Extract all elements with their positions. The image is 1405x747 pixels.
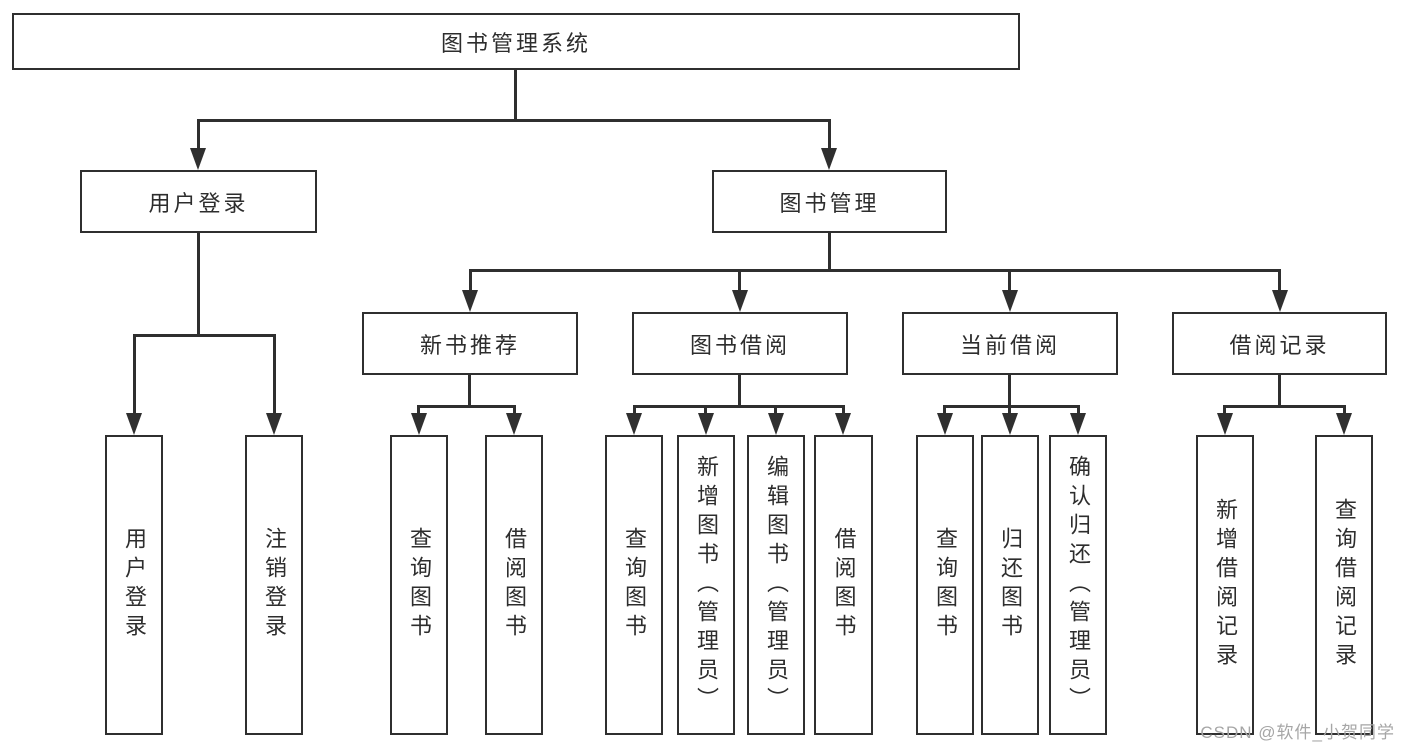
arrow-down-icon	[1336, 413, 1352, 435]
arrow-down-icon	[1217, 413, 1233, 435]
leaf-cb-confirm-return-admin: 确认归还（管理员）	[1049, 435, 1107, 735]
connector-line	[513, 405, 516, 415]
leaf-bb-edit-books-admin: 编辑图书（管理员）	[747, 435, 805, 735]
connector-line	[1008, 375, 1011, 407]
arrow-down-icon	[835, 413, 851, 435]
connector-line	[469, 269, 1281, 272]
node-user-login: 用户登录	[80, 170, 317, 233]
node-book-borrowing: 图书借阅	[632, 312, 848, 375]
leaf-bb-query-books: 查询图书	[605, 435, 663, 735]
connector-line	[842, 405, 845, 415]
connector-line	[1278, 375, 1281, 407]
arrow-down-icon	[768, 413, 784, 435]
connector-line	[943, 405, 946, 415]
arrow-down-icon	[732, 290, 748, 312]
connector-line	[514, 70, 517, 121]
arrow-down-icon	[626, 413, 642, 435]
connector-line	[828, 119, 831, 151]
arrow-down-icon	[698, 413, 714, 435]
connector-line	[633, 405, 845, 408]
arrow-down-icon	[821, 148, 837, 170]
arrow-down-icon	[1272, 290, 1288, 312]
connector-line	[197, 233, 200, 336]
connector-line	[1008, 269, 1011, 292]
connector-line	[133, 334, 136, 415]
arrow-down-icon	[1070, 413, 1086, 435]
leaf-user-login: 用户登录	[105, 435, 163, 735]
connector-line	[469, 269, 472, 292]
leaf-cb-return-books: 归还图书	[981, 435, 1039, 735]
connector-line	[1077, 405, 1080, 415]
arrow-down-icon	[126, 413, 142, 435]
leaf-br-add-record: 新增借阅记录	[1196, 435, 1254, 735]
connector-line	[197, 119, 200, 151]
connector-line	[1278, 269, 1281, 292]
arrow-down-icon	[411, 413, 427, 435]
node-library-system: 图书管理系统	[12, 13, 1020, 70]
leaf-cb-query-books: 查询图书	[916, 435, 974, 735]
node-borrowing-records: 借阅记录	[1172, 312, 1387, 375]
arrow-down-icon	[1002, 413, 1018, 435]
arrow-down-icon	[462, 290, 478, 312]
connector-line	[417, 405, 420, 415]
node-new-book-recommend: 新书推荐	[362, 312, 578, 375]
leaf-bb-add-books-admin: 新增图书（管理员）	[677, 435, 735, 735]
connector-line	[197, 119, 831, 122]
arrow-down-icon	[937, 413, 953, 435]
connector-line	[738, 375, 741, 407]
node-book-management: 图书管理	[712, 170, 947, 233]
connector-line	[133, 334, 276, 337]
connector-line	[704, 405, 707, 415]
leaf-br-query-record: 查询借阅记录	[1315, 435, 1373, 735]
connector-line	[943, 405, 1080, 408]
arrow-down-icon	[1002, 290, 1018, 312]
leaf-logout: 注销登录	[245, 435, 303, 735]
connector-line	[633, 405, 636, 415]
leaf-nb-borrow-books: 借阅图书	[485, 435, 543, 735]
leaf-nb-query-books: 查询图书	[390, 435, 448, 735]
connector-line	[1008, 405, 1011, 415]
node-current-borrowing: 当前借阅	[902, 312, 1118, 375]
connector-line	[1223, 405, 1346, 408]
connector-line	[273, 334, 276, 415]
arrow-down-icon	[266, 413, 282, 435]
connector-line	[1223, 405, 1226, 415]
connector-line	[828, 233, 831, 271]
connector-line	[417, 405, 516, 408]
watermark: CSDN @软件_小贺同学	[1200, 723, 1395, 742]
connector-line	[774, 405, 777, 415]
arrow-down-icon	[190, 148, 206, 170]
connector-line	[1343, 405, 1346, 415]
leaf-bb-borrow-books: 借阅图书	[814, 435, 873, 735]
arrow-down-icon	[506, 413, 522, 435]
connector-line	[468, 375, 471, 407]
connector-line	[738, 269, 741, 292]
